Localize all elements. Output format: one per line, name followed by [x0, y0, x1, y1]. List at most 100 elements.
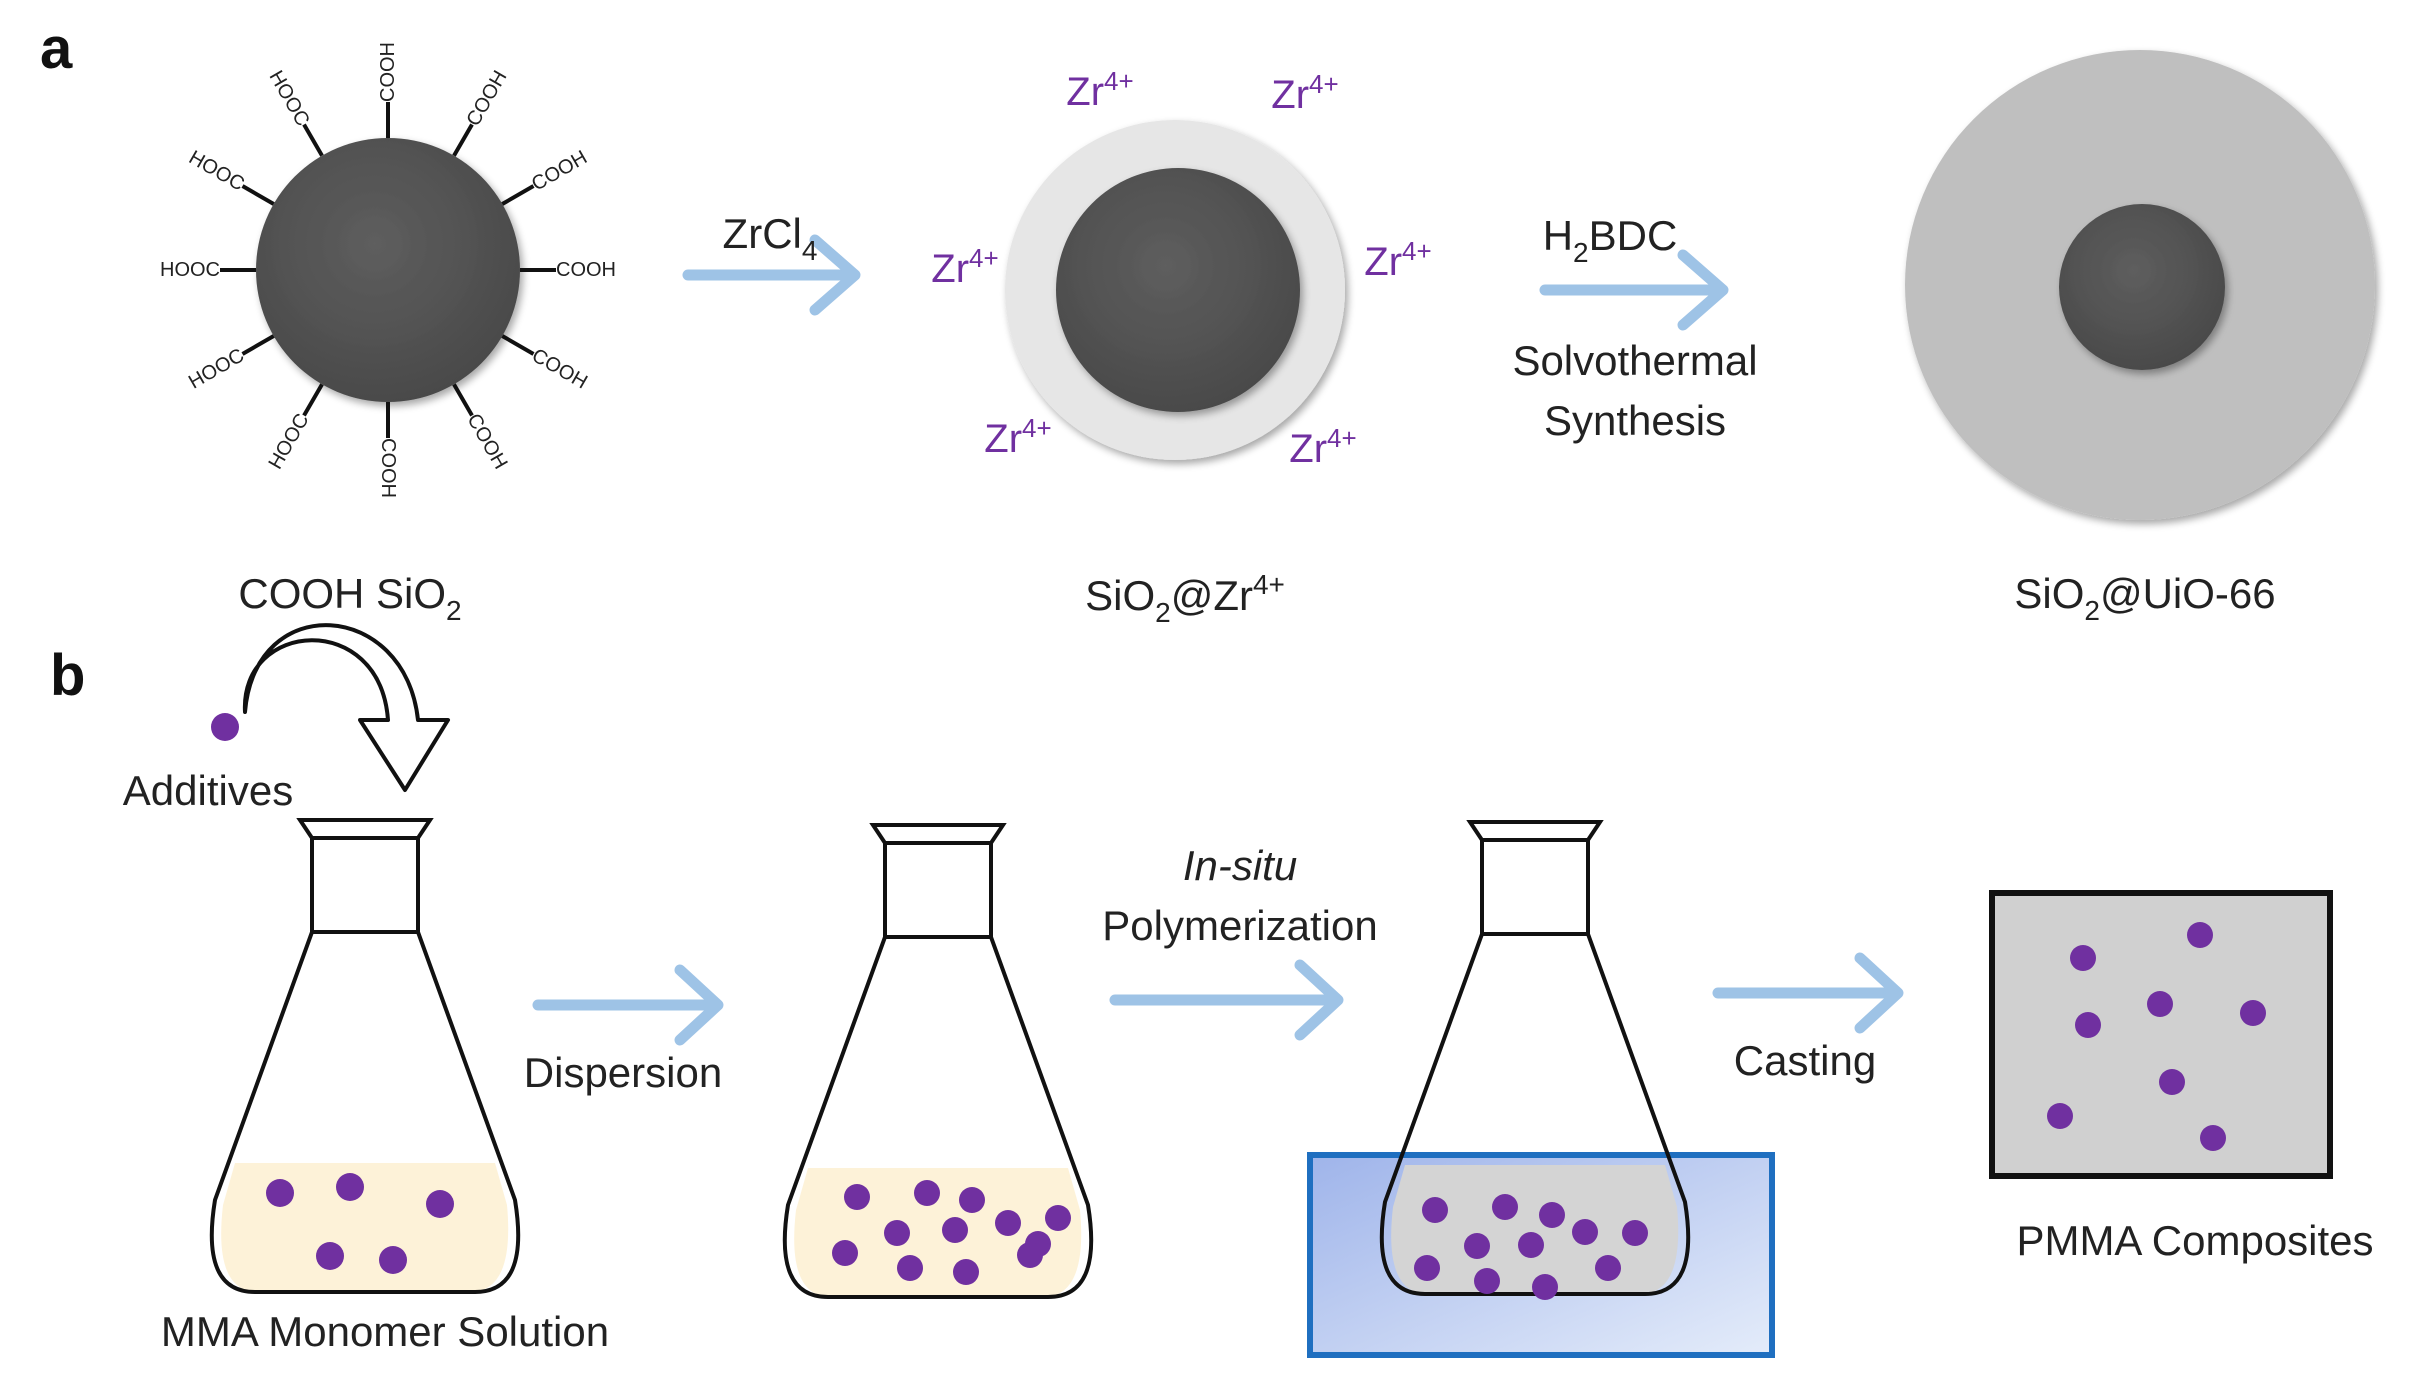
flask3-particles: [1414, 1194, 1648, 1300]
cooh-sio2-label: COOH SiO2: [238, 570, 461, 626]
flask2-particles: [832, 1180, 1071, 1285]
carboxyl-group-label: COOH: [528, 146, 591, 195]
additive-particle: [1518, 1232, 1544, 1258]
sio2-uio66-particle: [1905, 50, 2375, 520]
additive-particle: [266, 1179, 294, 1207]
ligand-bond: [501, 334, 535, 356]
sio2-core: [1056, 168, 1300, 412]
pmma-composite-film: [1989, 890, 2333, 1179]
additive-particle: [2200, 1125, 2226, 1151]
pmma-composites-label: PMMA Composites: [2016, 1217, 2373, 1264]
additive-particle: [1414, 1255, 1440, 1281]
in-situ-label: In-situ: [1183, 842, 1297, 889]
additive-particle: [832, 1240, 858, 1266]
zr-ion-label: Zr4+: [1289, 423, 1356, 471]
additive-particle: [426, 1190, 454, 1218]
ligand-bond: [452, 383, 474, 417]
additive-particle: [2159, 1069, 2185, 1095]
additive-particle: [953, 1259, 979, 1285]
composite-particles: [2047, 922, 2266, 1151]
ligand-bond: [241, 334, 275, 356]
sio2-zr-particle: [1005, 120, 1345, 460]
arrow-zrcl4: [682, 234, 861, 316]
additive-particle: [336, 1173, 364, 1201]
arrow-casting: [1712, 952, 1904, 1034]
carboxyl-group-label: COOH: [377, 438, 399, 498]
additive-particle: [897, 1255, 923, 1281]
carboxyl-group-label: COOH: [462, 67, 511, 130]
additive-particle: [1532, 1274, 1558, 1300]
additive-particle: [1464, 1233, 1490, 1259]
additive-particle: [1572, 1219, 1598, 1245]
casting-label: Casting: [1734, 1037, 1876, 1084]
additive-particle: [2070, 945, 2096, 971]
sio2-core: [2059, 204, 2225, 370]
ligand-bond: [302, 383, 324, 417]
additive-particle: [379, 1246, 407, 1274]
zrcl4-reagent-label: ZrCl4: [723, 210, 818, 266]
carboxyl-group-label: COOH: [462, 410, 511, 473]
additive-particle: [1017, 1242, 1043, 1268]
curved-arrow-icon: [242, 623, 450, 792]
polymerization-label: Polymerization: [1102, 902, 1377, 949]
additive-particle: [2187, 922, 2213, 948]
flask-dispersed: [782, 823, 1094, 1299]
flask-mma-monomer: [209, 818, 521, 1294]
ligand-bond: [241, 184, 275, 206]
ligand-bond: [452, 123, 474, 157]
carboxyl-group-label: HOOC: [264, 410, 313, 473]
additive-particle: [844, 1184, 870, 1210]
carboxyl-group-label: COOH: [528, 344, 591, 393]
arrow-h2bdc: [1539, 249, 1729, 331]
carboxyl-group-label: HOOC: [160, 259, 220, 281]
zr-ions: Zr4+ Zr4+ Zr4+ Zr4+ Zr4+ Zr4+: [931, 66, 1431, 471]
additive-particle: [995, 1210, 1021, 1236]
solvothermal-label: Solvothermal: [1512, 337, 1757, 384]
additive-particle: [914, 1180, 940, 1206]
additive-particle: [1492, 1194, 1518, 1220]
sio2-uio66-label: SiO2@UiO-66: [2014, 570, 2275, 626]
synthesis-label: Synthesis: [1544, 397, 1726, 444]
additive-particle: [1622, 1220, 1648, 1246]
panel-label-a: a: [40, 16, 73, 81]
sio2-zr-label: SiO2@Zr4+: [1085, 569, 1285, 628]
carboxyl-group-label: HOOC: [185, 146, 248, 195]
panel-label-b: b: [50, 643, 85, 708]
sio2-core: [256, 138, 520, 402]
zr-ion-label: Zr4+: [1271, 69, 1338, 117]
mma-monomer-solution-label: MMA Monomer Solution: [161, 1308, 609, 1355]
additive-particle: [2075, 1012, 2101, 1038]
zr-ion-label: Zr4+: [984, 413, 1051, 461]
dispersion-label: Dispersion: [524, 1049, 722, 1096]
additive-particle: [2047, 1103, 2073, 1129]
additive-particle: [884, 1220, 910, 1246]
additive-particle: [942, 1217, 968, 1243]
flask1-particles: [266, 1173, 454, 1274]
additive-particle: [1422, 1197, 1448, 1223]
zr-ion-label: Zr4+: [1066, 66, 1133, 114]
ligand-bond: [501, 184, 535, 206]
zr-ion-label: Zr4+: [931, 243, 998, 291]
carboxyl-group-label: HOOC: [185, 344, 248, 393]
additive-particle: [959, 1187, 985, 1213]
zr-ion-label: Zr4+: [1364, 236, 1431, 284]
carboxyl-group-label: COOH: [556, 259, 616, 281]
additive-particle: [1474, 1268, 1500, 1294]
ligand-bond: [302, 123, 324, 157]
h2bdc-reagent-label: H2BDC: [1543, 212, 1678, 268]
additive-particle: [316, 1242, 344, 1270]
additive-particle: [1595, 1255, 1621, 1281]
carboxyl-group-label: HOOC: [264, 67, 313, 130]
carboxyl-group-label: COOH: [377, 42, 399, 102]
additives-label: Additives: [123, 767, 293, 814]
additive-particle: [2240, 1000, 2266, 1026]
arrow-dispersion: [532, 964, 724, 1046]
additive-particle: [2147, 991, 2173, 1017]
flask-solution: [221, 1163, 509, 1292]
additive-particle: [1539, 1202, 1565, 1228]
arrow-polymerization: [1109, 959, 1344, 1041]
additive-particle: [1045, 1205, 1071, 1231]
cooh-sio2-particle: COOH COOH COOH COOH COOH COOH COOH HOOC HOOC HOOC…: [160, 42, 616, 498]
additive-particle: [211, 713, 239, 741]
